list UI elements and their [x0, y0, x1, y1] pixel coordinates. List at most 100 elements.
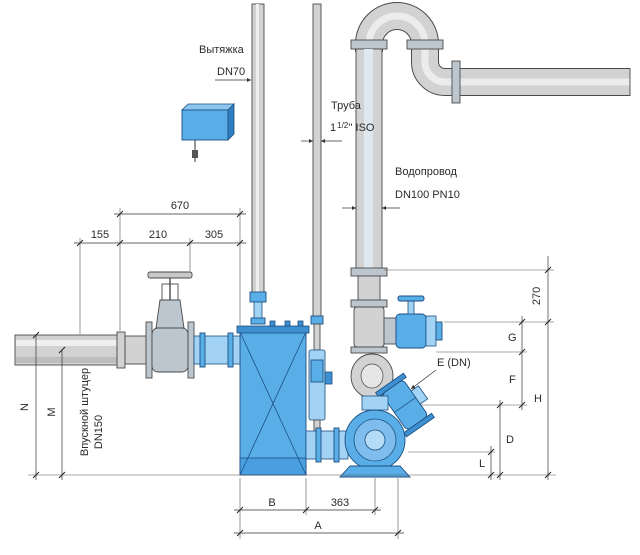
small-pipe-body — [312, 3, 322, 319]
pump-hub — [364, 429, 386, 451]
lid-bolt-2 — [284, 320, 291, 327]
pump-discharge-neck — [361, 395, 389, 411]
tick — [544, 471, 552, 479]
small-pipe-size-label: 11/2'' ISO — [330, 121, 375, 134]
tick — [544, 266, 552, 274]
tick — [487, 471, 495, 479]
outlet-leader — [410, 369, 437, 390]
pump-tank — [236, 320, 310, 476]
tank-cross-2 — [239, 331, 307, 476]
small-pipe-size-fraction: 1/2 — [337, 121, 349, 130]
discharge-gooseneck — [350, 2, 631, 104]
supply-pipe-segment — [357, 275, 381, 301]
tick — [236, 239, 244, 247]
tick — [236, 529, 244, 537]
tick — [236, 506, 244, 514]
vent-size-label: DN70 — [217, 66, 245, 78]
dim-363-label: 363 — [331, 497, 349, 509]
control-box-front — [181, 109, 229, 141]
supply-flange-1 — [350, 267, 388, 277]
branch-valve-stem — [407, 300, 415, 315]
gate-valve-handwheel — [147, 271, 193, 279]
tick — [496, 401, 504, 409]
tick — [58, 471, 66, 479]
water-supply-label: Водопровод — [395, 166, 458, 178]
dim-b-label: B — [268, 497, 275, 509]
angled-check-valve — [375, 372, 435, 438]
tick — [487, 448, 495, 456]
inlet-coupling — [116, 331, 126, 369]
vent-pipe-highlight — [256, 4, 259, 293]
gate-valve-body — [151, 327, 189, 373]
branch-valve-handwheel — [397, 295, 425, 302]
dim-l-label: L — [479, 458, 485, 470]
dim-270-label: 270 — [531, 287, 543, 305]
tick — [518, 318, 526, 326]
control-box-cable-gland — [192, 150, 198, 158]
vent-connector — [249, 291, 267, 303]
bottom-dimensions: B 363 A — [234, 478, 404, 539]
dim-155-label: 155 — [91, 229, 109, 241]
branch-end-flange — [425, 315, 437, 347]
tee-fitting — [353, 306, 385, 348]
vent-pipe — [249, 3, 267, 325]
lower-flange — [350, 346, 388, 354]
tick — [116, 210, 124, 218]
check-valve-cover — [360, 363, 384, 389]
tick — [116, 239, 124, 247]
vent-nut — [250, 317, 266, 325]
gooseneck-highlight — [365, 12, 630, 86]
pump-inlet-pipe — [305, 430, 349, 460]
vent-nipple — [253, 301, 263, 320]
control-box-side — [227, 103, 235, 141]
gooseneck-flange-left — [350, 39, 388, 50]
tank-inlet-ring-2 — [227, 332, 234, 368]
dim-n-label: N — [19, 403, 31, 411]
tick — [32, 331, 40, 339]
tick — [518, 348, 526, 356]
small-pipe — [308, 3, 333, 432]
tank-inlet-ring-1 — [199, 332, 206, 368]
tick — [58, 346, 66, 354]
tick — [236, 210, 244, 218]
horizontal-pipe-flange — [451, 60, 461, 104]
inlet-pipe-highlight — [16, 340, 117, 346]
small-pipe-label: Труба — [331, 100, 362, 112]
inlet-size-label: DN150 — [93, 415, 105, 449]
pump-inlet-ring-1 — [315, 427, 322, 463]
tick — [32, 471, 40, 479]
lid-bolt-3 — [297, 320, 304, 327]
tick — [186, 239, 194, 247]
tick — [496, 471, 504, 479]
pump-inlet-ring-2 — [333, 427, 340, 463]
dim-h-label: H — [534, 393, 542, 405]
top-dimensions: 670 155 210 305 — [74, 200, 246, 334]
pump — [305, 395, 412, 478]
tick — [518, 401, 526, 409]
vent-label: Вытяжка — [199, 44, 245, 56]
tank-bottom-band — [239, 457, 307, 476]
inlet-pipe-short — [124, 335, 147, 365]
tick — [302, 506, 310, 514]
gate-valve-flange-left — [145, 321, 153, 379]
tick — [76, 239, 84, 247]
callouts: Вытяжка DN70 Труба 11/2'' ISO Водопровод… — [199, 44, 471, 390]
dim-210-label: 210 — [149, 229, 167, 241]
control-box-top — [181, 103, 235, 111]
small-check-valve-core — [310, 359, 324, 383]
dim-f-label: F — [509, 374, 516, 386]
angled-valve-rib — [394, 397, 416, 413]
dim-g-label: G — [508, 332, 517, 344]
dim-d-label: D — [506, 434, 514, 446]
small-pipe-coupling — [310, 315, 324, 325]
tick — [394, 529, 402, 537]
water-supply-pipe — [350, 48, 443, 438]
small-pipe-segment — [313, 323, 321, 351]
right-dimensions: 270 G F H D L — [384, 256, 554, 480]
left-dimensions: N M Впускной штуцер DN150 — [19, 331, 105, 480]
small-pipe-size-suffix: '' ISO — [348, 122, 375, 134]
supply-flange-2 — [350, 299, 388, 308]
pump-base — [338, 465, 412, 478]
small-check-valve-lever — [324, 371, 333, 385]
